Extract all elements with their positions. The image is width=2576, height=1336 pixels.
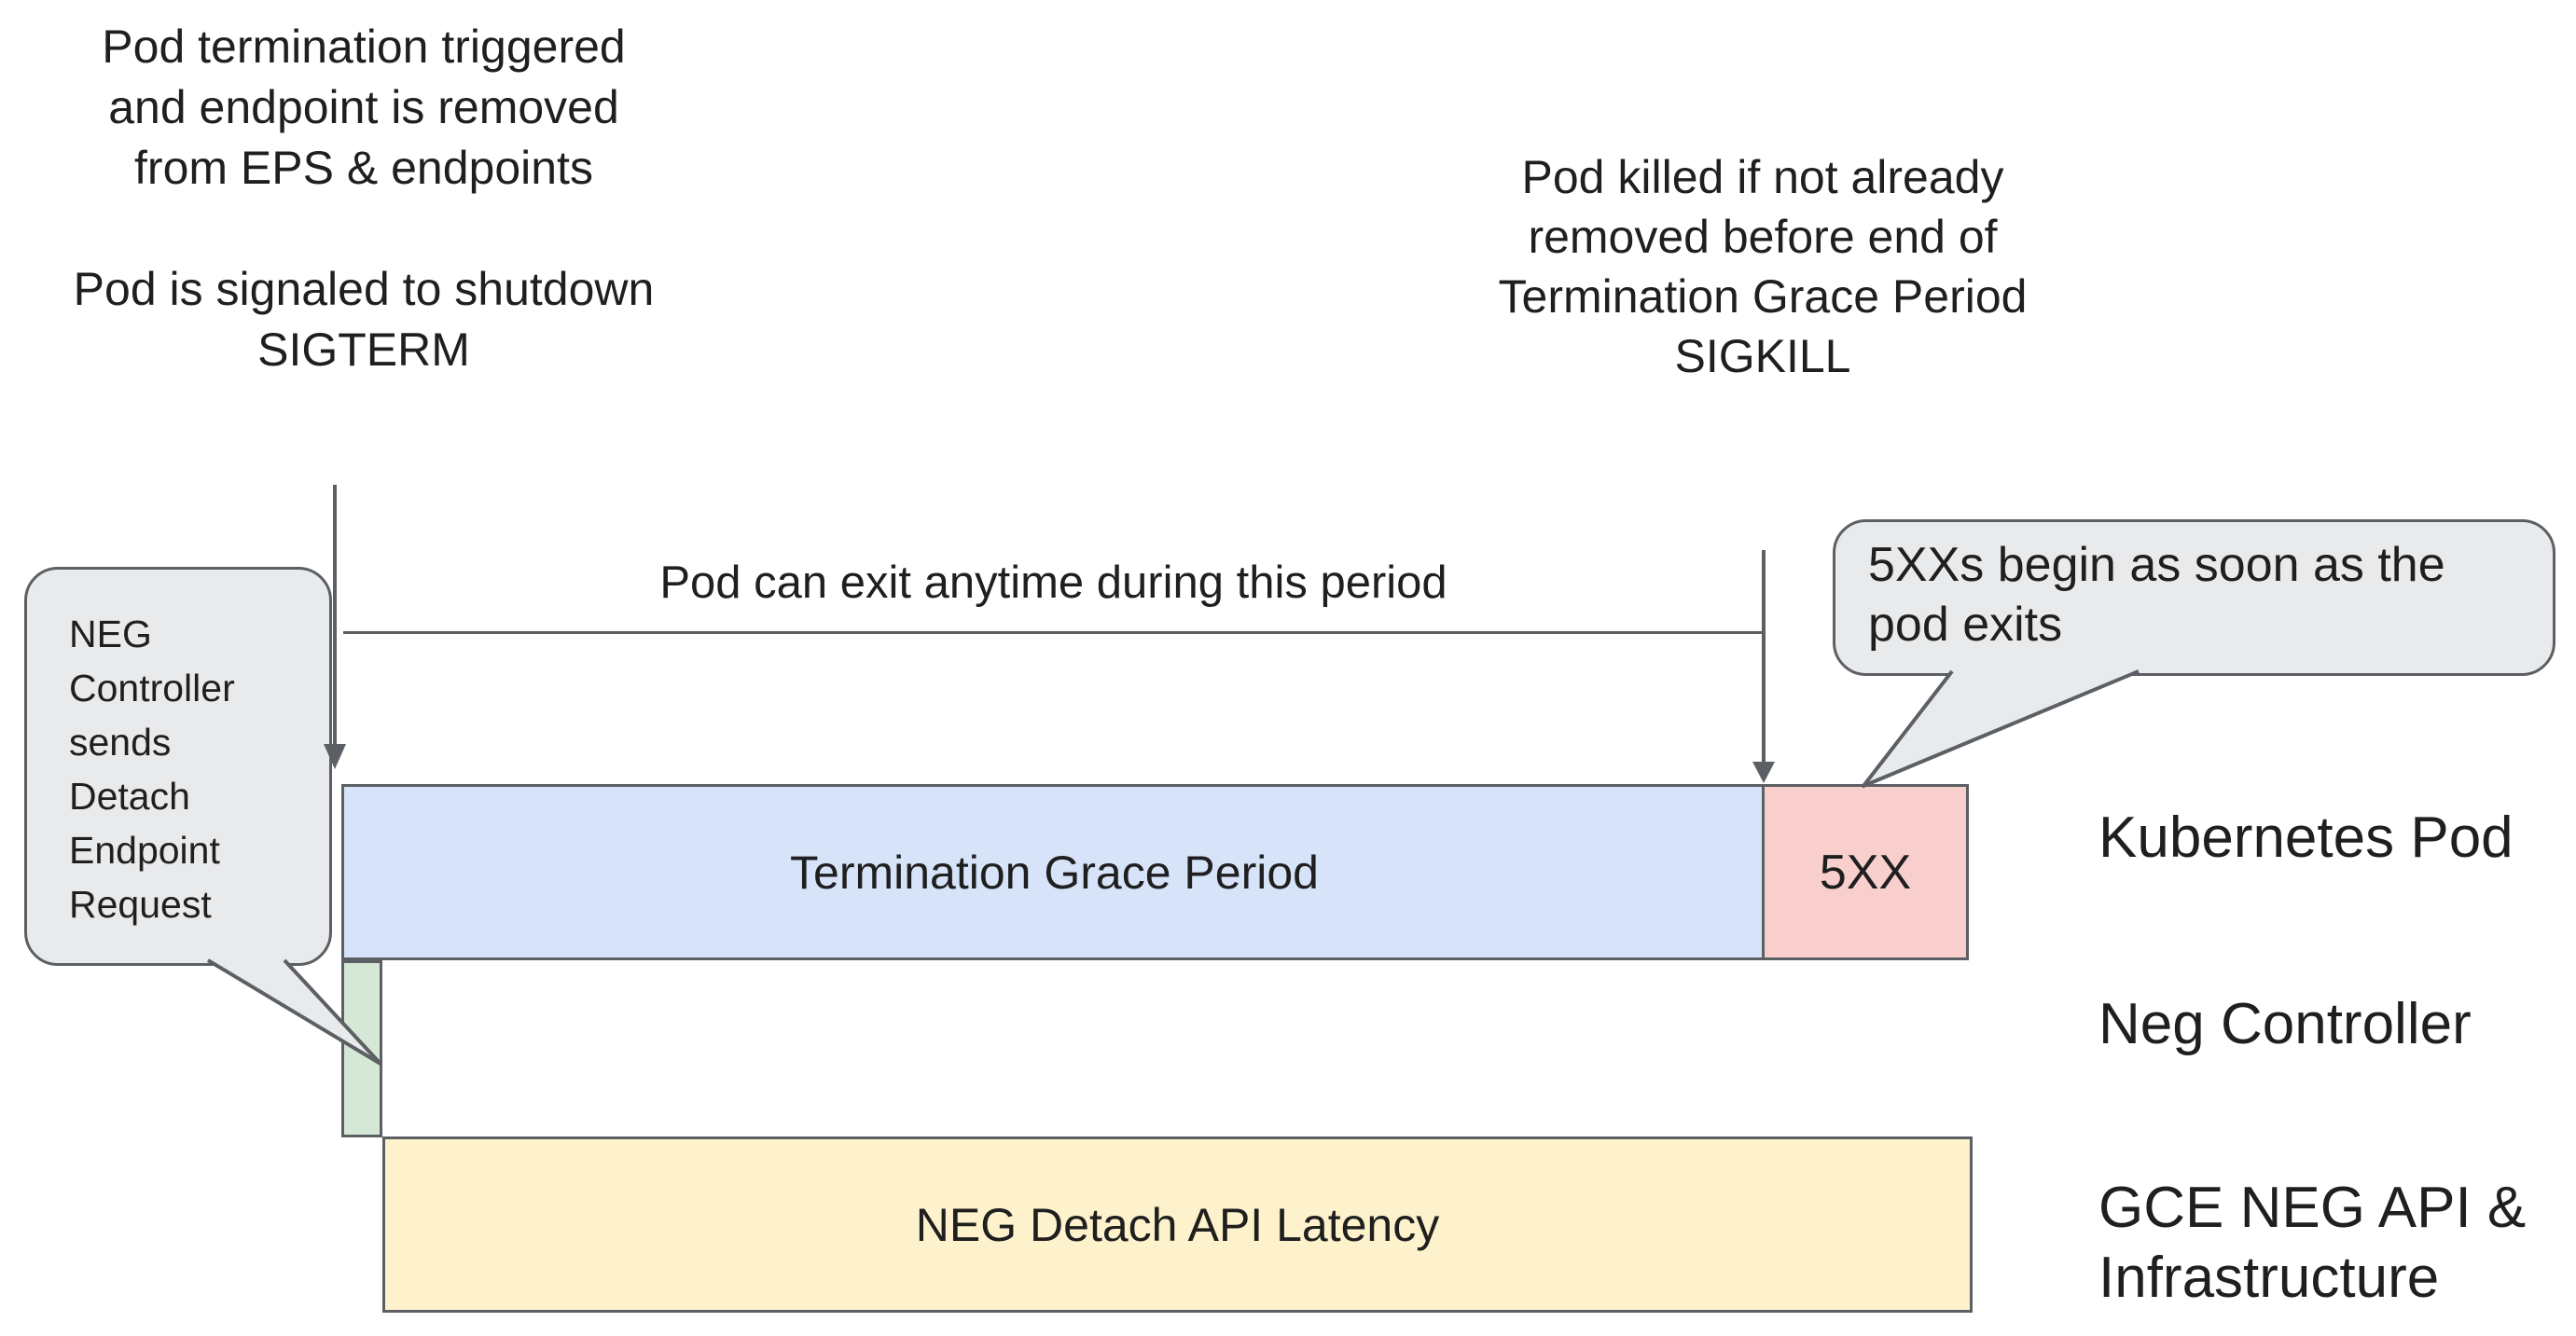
sigkill-arrowhead-icon [1752, 762, 1775, 783]
neg-detach-api-latency-bar: NEG Detach API Latency [382, 1136, 1973, 1313]
five-xx-label: 5XX [1819, 845, 1912, 900]
termination-grace-period-label-region: Termination Grace Period [344, 787, 1765, 957]
sigterm-arrow-line [333, 485, 337, 746]
callout-5xx-begin-pod-exits: 5XXs begin as soon as the pod exits [1833, 519, 2555, 676]
right-callout-tail [1862, 669, 2140, 788]
neg-detach-api-latency-label: NEG Detach API Latency [915, 1198, 1440, 1251]
neg-controller-detach-bar [341, 960, 382, 1137]
annotation-pod-termination-triggered: Pod termination triggered and endpoint i… [102, 21, 626, 194]
annotation-pod-can-exit-period: Pod can exit anytime during this period [659, 558, 1447, 608]
termination-grace-period-label: Termination Grace Period [790, 846, 1319, 899]
callout-neg-controller-detach-request: NEG Controller sends Detach Endpoint Req… [24, 567, 332, 966]
termination-grace-period-bar: Termination Grace Period 5XX [341, 784, 1969, 960]
lane-label-kubernetes-pod: Kubernetes Pod [2098, 806, 2514, 870]
annotation-pod-signaled-sigterm: Pod is signaled to shutdown SIGTERM [73, 263, 655, 376]
lane-label-neg-controller: Neg Controller [2098, 992, 2472, 1056]
five-xx-bar: 5XX [1762, 787, 1966, 957]
exit-period-span-line [343, 631, 1764, 634]
lane-label-gce-neg-api-infrastructure: GCE NEG API & Infrastructure [2098, 1176, 2527, 1310]
annotation-pod-killed-sigkill: Pod killed if not already removed before… [1498, 151, 2028, 382]
